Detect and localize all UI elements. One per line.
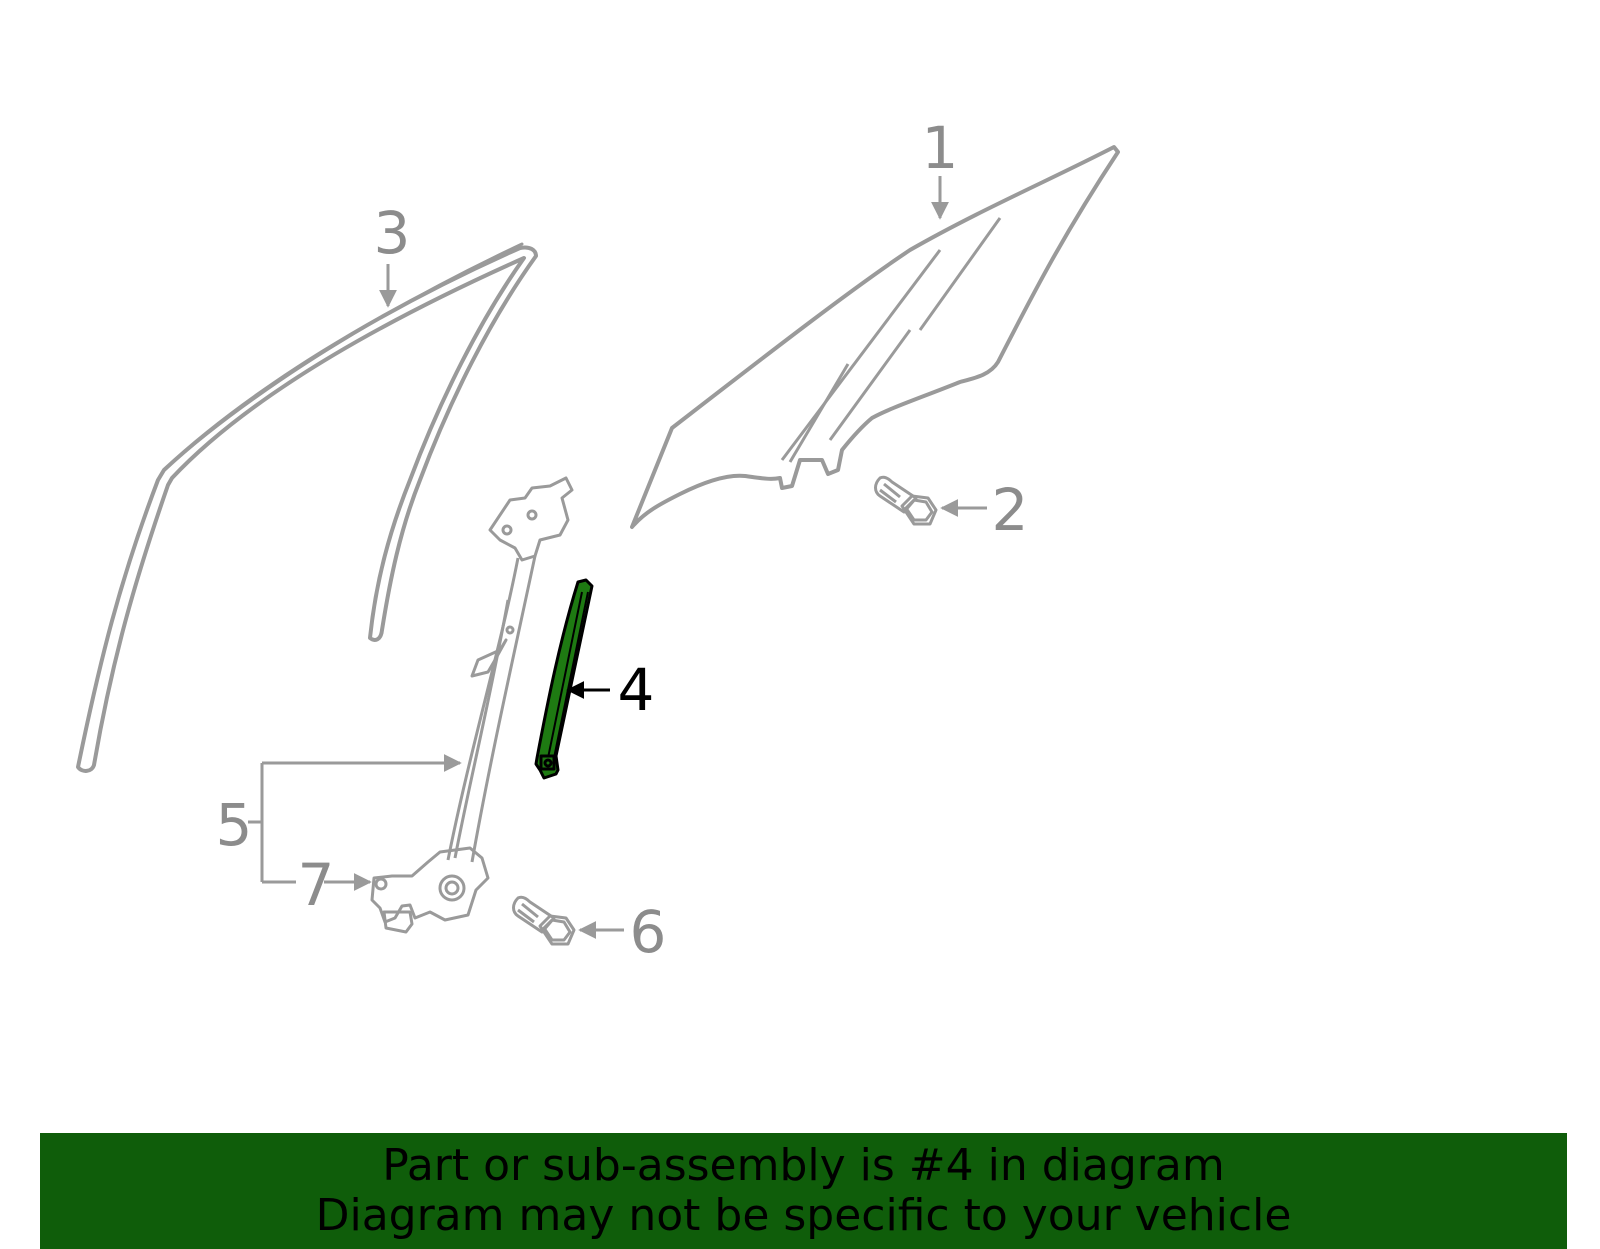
callout-1: 1 (922, 114, 959, 182)
bolt-part-2[interactable] (874, 475, 938, 526)
callout-5: 5 (216, 791, 253, 859)
bolt-part-6[interactable] (512, 895, 576, 946)
callout-4: 4 (618, 656, 655, 724)
callout-7: 7 (298, 851, 335, 919)
run-channel-part-3[interactable] (76, 242, 538, 773)
glass-run-channel-part-4[interactable] (534, 578, 594, 780)
callout-6: 6 (630, 898, 667, 966)
callout-2: 2 (992, 476, 1029, 544)
window-regulator-part-5[interactable] (370, 476, 574, 934)
info-banner: Part or sub-assembly is #4 in diagram Di… (40, 1133, 1567, 1249)
callout-3: 3 (374, 199, 411, 267)
banner-line-2: Diagram may not be specific to your vehi… (315, 1190, 1292, 1241)
door-glass-part-1[interactable] (630, 145, 1120, 529)
banner-line-1: Part or sub-assembly is #4 in diagram (382, 1140, 1225, 1191)
callout-leaders (248, 176, 987, 939)
